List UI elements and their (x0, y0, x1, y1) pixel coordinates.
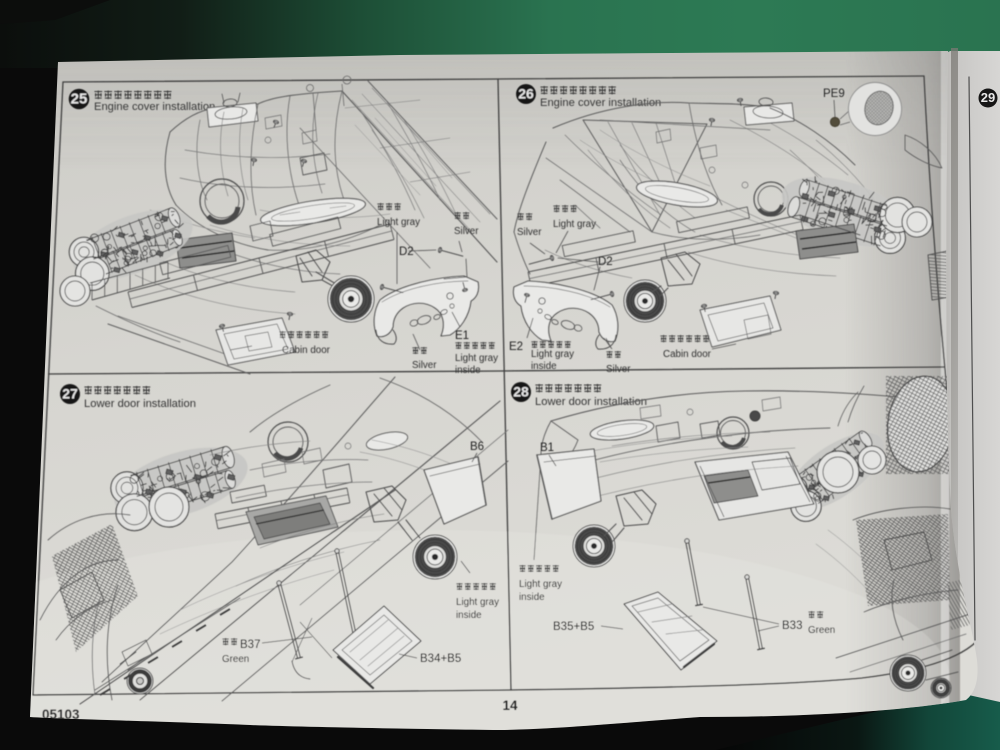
svg-text:Green: Green (222, 654, 249, 665)
svg-text:Silver: Silver (606, 364, 631, 375)
svg-text:Silver: Silver (454, 226, 479, 237)
svg-text:PE9: PE9 (823, 88, 845, 100)
svg-text:B1: B1 (540, 442, 554, 454)
svg-text:B33: B33 (782, 620, 802, 632)
svg-text:27: 27 (62, 385, 78, 401)
svg-text:29: 29 (981, 90, 995, 105)
svg-text:Engine cover installation: Engine cover installation (540, 97, 661, 109)
svg-text:Light gray: Light gray (456, 597, 499, 608)
svg-text:Lower door installation: Lower door installation (84, 398, 196, 410)
svg-text:Silver: Silver (517, 227, 542, 238)
svg-text:E1: E1 (455, 330, 469, 342)
svg-text:B34+B5: B34+B5 (420, 653, 461, 665)
svg-text:Light gray: Light gray (531, 349, 574, 360)
svg-text:Engine cover installation: Engine cover installation (94, 101, 215, 113)
svg-text:Cabin door: Cabin door (663, 349, 712, 360)
svg-text:Cabin door: Cabin door (282, 345, 331, 356)
svg-text:25: 25 (71, 91, 88, 108)
svg-text:Light gray: Light gray (377, 217, 420, 228)
svg-text:26: 26 (518, 85, 534, 101)
svg-text:B35+B5: B35+B5 (553, 621, 594, 633)
svg-text:Green: Green (808, 625, 835, 636)
svg-text:D2: D2 (598, 256, 613, 268)
svg-text:14: 14 (502, 698, 518, 713)
svg-text:28: 28 (513, 383, 529, 399)
svg-text:Light gray: Light gray (519, 579, 562, 590)
svg-text:B37: B37 (240, 639, 260, 651)
svg-text:E2: E2 (509, 341, 523, 353)
svg-text:inside: inside (519, 592, 545, 603)
svg-text:Light gray: Light gray (455, 353, 498, 364)
svg-text:Light gray: Light gray (553, 219, 596, 230)
svg-text:Lower door installation: Lower door installation (535, 396, 647, 408)
svg-text:inside: inside (456, 610, 482, 621)
svg-text:B6: B6 (470, 441, 484, 453)
svg-text:inside: inside (455, 365, 481, 376)
svg-text:Silver: Silver (412, 360, 437, 371)
svg-text:D2: D2 (399, 246, 414, 258)
svg-text:inside: inside (531, 361, 557, 372)
